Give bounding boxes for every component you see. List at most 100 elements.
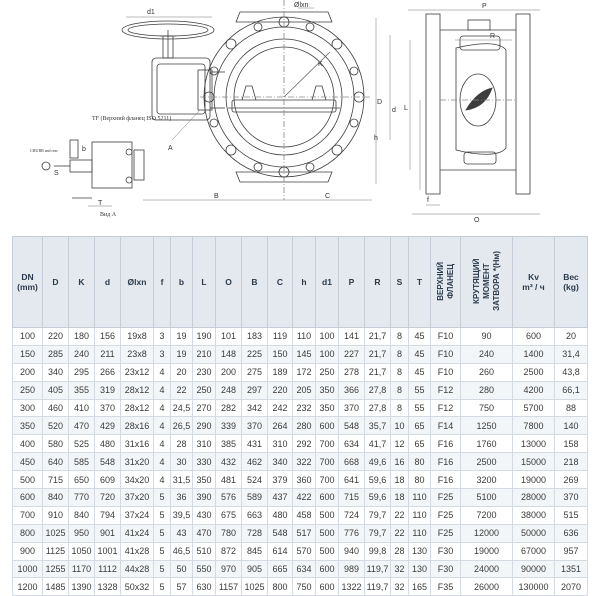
table-cell: 668: [338, 452, 365, 472]
table-cell: 970: [215, 559, 242, 579]
table-cell: 872: [215, 541, 242, 561]
table-cell: 700: [315, 434, 339, 454]
table-cell: 55: [408, 380, 431, 400]
table-cell: 340: [42, 362, 69, 382]
table-cell: 840: [68, 505, 95, 525]
table-cell: 250: [12, 380, 43, 400]
table-cell: 79,7: [364, 523, 391, 543]
table-cell: 634: [338, 434, 365, 454]
table-cell: 3: [153, 344, 171, 364]
table-cell: 1760: [460, 434, 513, 454]
table-cell: 715: [338, 488, 365, 507]
table-cell: 600: [512, 327, 555, 346]
table-cell: 218: [554, 452, 588, 472]
table-cell: 67000: [512, 541, 555, 561]
table-cell: 3200: [460, 470, 513, 490]
table-cell: 220: [42, 327, 69, 346]
table-cell: 462: [241, 452, 268, 472]
table-cell: 900: [12, 541, 43, 561]
table-cell: 119,7: [364, 577, 391, 596]
table-cell: 28x12: [120, 398, 154, 418]
table-cell: 28: [170, 434, 193, 454]
table-cell: 19000: [460, 541, 513, 561]
label-h: h: [374, 135, 378, 142]
label-k: K: [318, 61, 323, 68]
table-cell: 59,6: [364, 470, 391, 490]
table-cell: 640: [42, 452, 69, 472]
table-cell: 429: [94, 416, 121, 436]
table-cell: F25: [430, 505, 461, 525]
table-cell: 724: [338, 505, 365, 525]
table-cell: 110: [408, 505, 431, 525]
table-cell: 31,4: [554, 344, 588, 364]
table-cell: 350: [12, 416, 43, 436]
table-cell: 148: [215, 344, 242, 364]
table-cell: 700: [315, 452, 339, 472]
table-cell: 205: [292, 380, 316, 400]
table-cell: 548: [338, 416, 365, 436]
table-cell: F12: [430, 380, 461, 400]
table-cell: 1170: [68, 559, 95, 579]
table-cell: 45: [408, 327, 431, 346]
table-cell: 250: [315, 362, 339, 382]
table-cell: 49,6: [364, 452, 391, 472]
table-cell: 101: [215, 327, 242, 346]
table-cell: 240: [68, 344, 95, 364]
table-cell: 901: [94, 523, 121, 543]
table-cell: 43,8: [554, 362, 588, 382]
table-cell: 23x12: [120, 362, 154, 382]
label-P: P: [482, 3, 487, 10]
table-cell: 88: [554, 398, 588, 418]
table-cell: 470: [68, 416, 95, 436]
table-cell: 119,7: [364, 559, 391, 579]
table-cell: 379: [267, 470, 293, 490]
table-cell: 750: [292, 577, 316, 596]
table-cell: 30: [170, 452, 193, 472]
table-cell: 232: [292, 398, 316, 418]
table-cell: 370: [338, 398, 365, 418]
column-header: L: [192, 236, 216, 328]
table-cell: 8: [390, 327, 409, 346]
table-cell: F12: [430, 398, 461, 418]
table-cell: 39,5: [170, 505, 193, 525]
table-cell: 500: [315, 541, 339, 561]
table-cell: 65: [408, 416, 431, 436]
table-cell: 4200: [512, 380, 555, 400]
table-cell: 275: [241, 362, 268, 382]
valve-side-view: [408, 9, 540, 215]
table-cell: 370: [241, 416, 268, 436]
column-header: Kv m³ / ч: [512, 236, 555, 328]
table-cell: 225: [241, 344, 268, 364]
table-cell: 38000: [512, 505, 555, 525]
table-cell: 600: [315, 577, 339, 596]
label-B: B: [214, 193, 219, 200]
label-arrow-a: A: [168, 145, 173, 152]
table-cell: 22: [390, 505, 409, 525]
table-cell: 90: [460, 327, 513, 346]
table-cell: 480: [267, 505, 293, 525]
table-cell: 290: [192, 416, 216, 436]
table-cell: 130: [408, 541, 431, 561]
table-cell: 1400: [512, 344, 555, 364]
table-cell: 5: [153, 488, 171, 507]
table-cell: 8: [390, 344, 409, 364]
table-cell: 27,8: [364, 398, 391, 418]
table-cell: 80: [408, 470, 431, 490]
table-cell: 548: [94, 452, 121, 472]
table-cell: F30: [430, 559, 461, 579]
table-cell: 260: [460, 362, 513, 382]
table-cell: 24000: [460, 559, 513, 579]
table-cell: 1157: [215, 577, 242, 596]
table-cell: 37x24: [120, 505, 154, 525]
table-cell: 585: [68, 452, 95, 472]
table-cell: 183: [241, 327, 268, 346]
column-header: P: [338, 236, 365, 328]
